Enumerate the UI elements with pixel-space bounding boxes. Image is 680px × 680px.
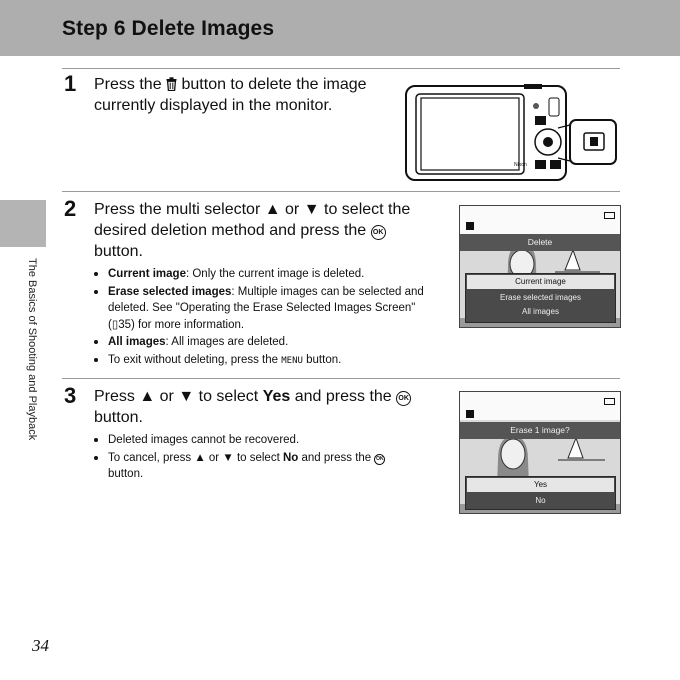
dialog-title: Erase 1 image? bbox=[460, 422, 620, 439]
page-title: Step 6 Delete Images bbox=[62, 17, 275, 40]
trash-icon bbox=[166, 77, 177, 92]
step-3-text: Press ▲ or ▼ to select Yes and press the… bbox=[94, 386, 439, 428]
camera-screen-delete: Delete Current image Erase selected imag… bbox=[459, 205, 621, 328]
option-no-button[interactable]: No bbox=[535, 496, 546, 505]
up-arrow-icon: ▲ bbox=[194, 451, 206, 464]
up-arrow-icon: ▲ bbox=[139, 388, 156, 405]
menu-option-current-image[interactable]: Current image bbox=[467, 275, 614, 289]
page-number: 34 bbox=[32, 636, 49, 655]
ok-button-icon: OK bbox=[396, 391, 412, 406]
camera-screen-confirm: Erase 1 image? Yes No bbox=[459, 391, 621, 514]
book-icon: ▯ bbox=[111, 318, 119, 331]
page-header bbox=[0, 0, 680, 56]
trash-icon bbox=[466, 410, 474, 418]
ok-button-icon: OK bbox=[374, 453, 386, 465]
dialog-box: Yes No bbox=[465, 476, 616, 510]
trash-icon bbox=[466, 222, 474, 230]
list-item: All images: All images are deleted. bbox=[108, 333, 439, 351]
menu-option-all-images[interactable]: All images bbox=[522, 307, 559, 316]
step-2-text: Press the multi selector ▲ or ▼ to selec… bbox=[94, 201, 411, 260]
step-number: 2 bbox=[64, 196, 77, 221]
menu-box: Current image Erase selected images All … bbox=[465, 273, 616, 323]
list-item: Current image: Only the current image is… bbox=[108, 265, 439, 283]
section-tab bbox=[0, 200, 46, 247]
step-1-text: Press the button to delete the image cur… bbox=[94, 76, 367, 114]
step-2-bullets: Current image: Only the current image is… bbox=[94, 265, 439, 369]
menu-option-erase-selected[interactable]: Erase selected images bbox=[500, 293, 581, 302]
step-number: 3 bbox=[64, 383, 77, 408]
divider bbox=[62, 68, 620, 69]
up-arrow-icon: ▲ bbox=[264, 201, 281, 218]
menu-title: Delete bbox=[460, 234, 620, 251]
ok-button-icon: OK bbox=[370, 225, 386, 240]
step-number: 1 bbox=[64, 71, 77, 96]
divider bbox=[62, 378, 620, 379]
battery-icon bbox=[604, 212, 615, 219]
step-3-bullets: Deleted images cannot be recovered. To c… bbox=[94, 431, 439, 483]
battery-icon bbox=[604, 398, 615, 405]
section-label: The Basics of Shooting and Playback bbox=[26, 258, 38, 441]
down-arrow-icon: ▼ bbox=[178, 388, 195, 405]
list-item: Deleted images cannot be recovered. bbox=[108, 431, 439, 449]
divider bbox=[62, 191, 620, 192]
camera-illustration: Nikon bbox=[405, 84, 617, 181]
svg-text:Nikon: Nikon bbox=[514, 162, 527, 168]
option-yes-button[interactable]: Yes bbox=[467, 478, 614, 492]
down-arrow-icon: ▼ bbox=[222, 451, 234, 464]
list-item: To cancel, press ▲ or ▼ to select No and… bbox=[108, 449, 439, 483]
list-item: To exit without deleting, press the MENU… bbox=[108, 351, 439, 370]
list-item: Erase selected images: Multiple images c… bbox=[108, 283, 439, 334]
down-arrow-icon: ▼ bbox=[303, 201, 320, 218]
